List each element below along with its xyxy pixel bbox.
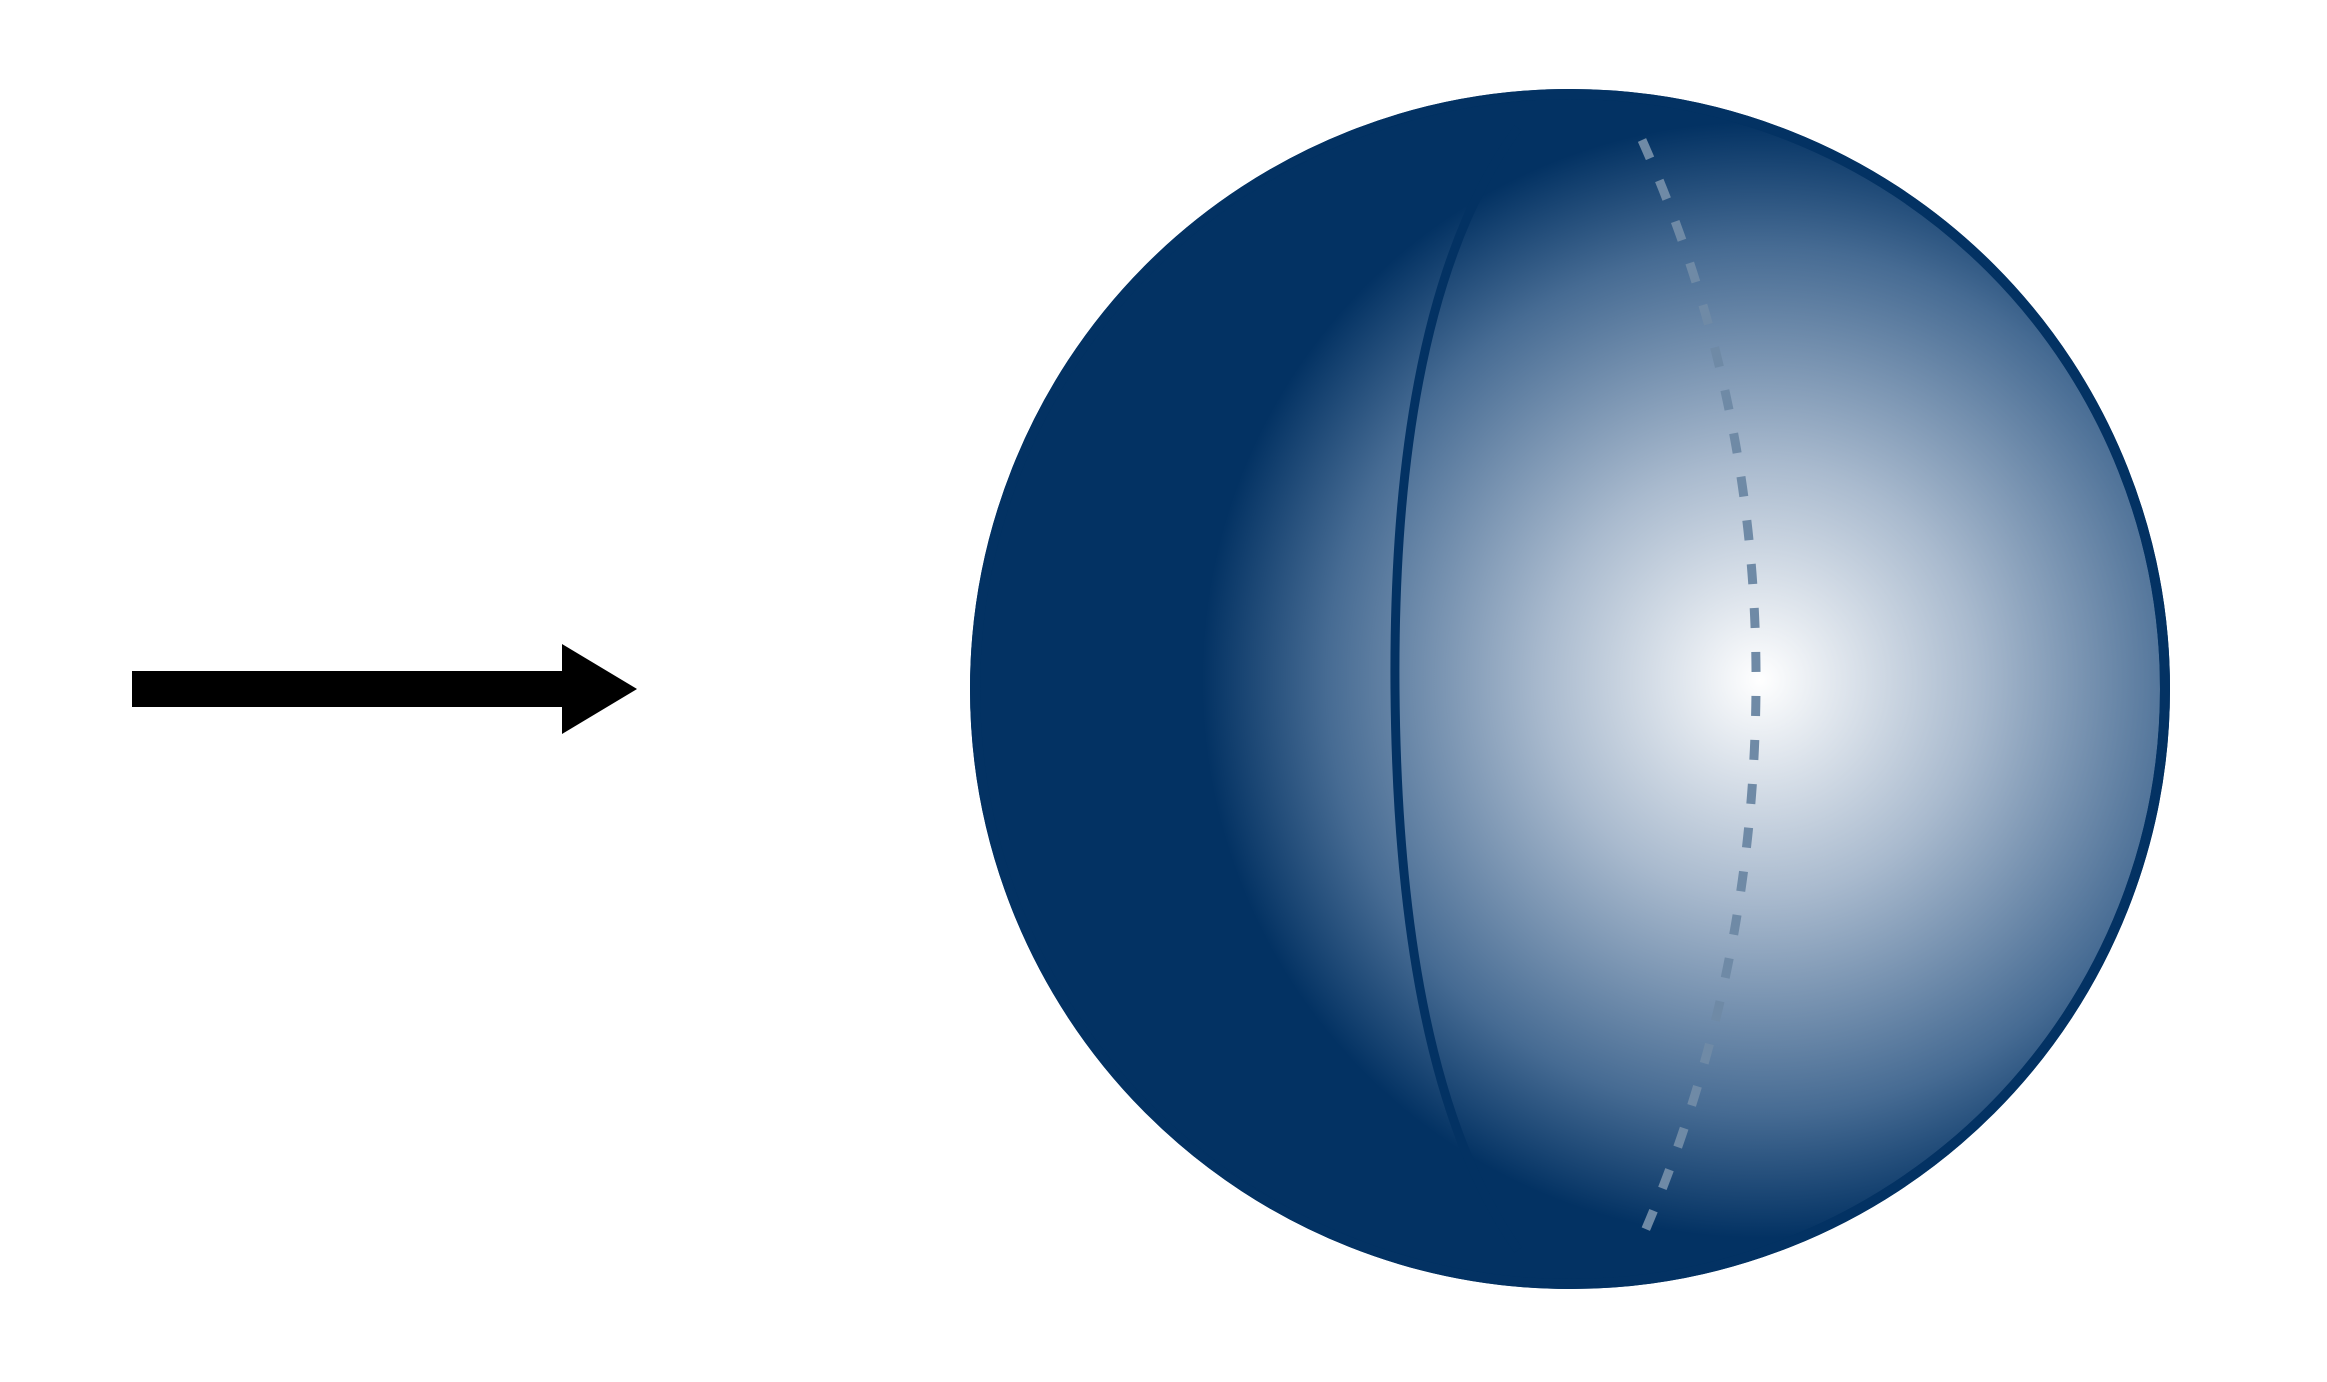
- arrow-head: [562, 644, 637, 734]
- right-arrow-icon: [132, 644, 637, 734]
- sphere-outline: [970, 89, 2170, 1289]
- sphere-body: [970, 89, 2170, 1289]
- back-meridian-dashed: [1637, 138, 1761, 1240]
- sphere-icon: [970, 89, 2170, 1289]
- front-meridian-solid: [1390, 125, 1522, 1253]
- arrow-shaft: [132, 671, 572, 707]
